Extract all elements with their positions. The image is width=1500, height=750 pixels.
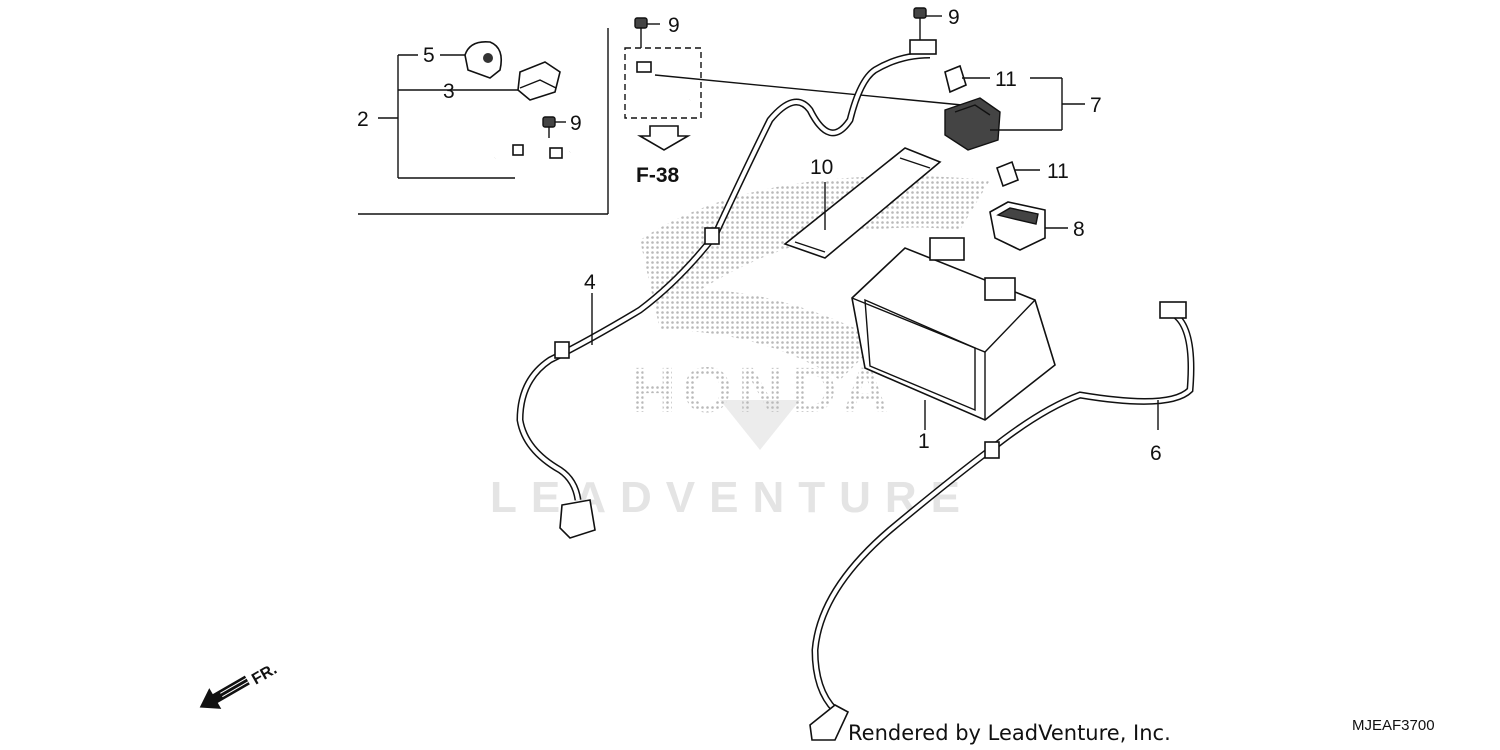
front-label: FR.	[249, 661, 280, 689]
relay-boot-part-8	[989, 201, 1068, 251]
front-arrow-icon	[199, 675, 250, 709]
callout-1: 1	[918, 430, 930, 453]
fuse-part-11-upper	[944, 64, 990, 94]
callout-11-upper: 11	[995, 68, 1017, 91]
assembly-bracket-2	[378, 54, 520, 179]
terminal-cover-part-3	[517, 61, 561, 101]
callout-7: 7	[1090, 94, 1102, 117]
callout-10: 10	[810, 156, 833, 179]
callout-9-top: 9	[948, 6, 960, 29]
cable-part-6	[809, 301, 1195, 741]
cable-part-4	[516, 39, 937, 539]
callout-2: 2	[357, 108, 369, 131]
battery-part-1	[851, 237, 1056, 430]
terminal-cap-part-5	[440, 40, 503, 79]
diagram-code: MJEAF3700	[1352, 717, 1435, 734]
reference-box	[624, 17, 963, 151]
fuse-part-11-lower	[996, 160, 1040, 188]
credit-text: Rendered by LeadVenture, Inc.	[848, 721, 1171, 745]
callout-3: 3	[443, 80, 455, 103]
honda-watermark: HONDA	[630, 176, 990, 450]
inset-frame	[358, 28, 609, 215]
battery-strap-part-10	[783, 147, 942, 259]
callout-6: 6	[1150, 442, 1162, 465]
callout-8: 8	[1073, 218, 1085, 241]
starter-relay-part-7	[944, 77, 1085, 151]
callout-9-reference: 9	[668, 14, 680, 37]
sub-cable-inset	[494, 144, 571, 192]
callout-5: 5	[423, 44, 435, 67]
honda-watermark-text: HONDA	[630, 354, 895, 426]
callout-4: 4	[584, 271, 596, 294]
bolt-part-9-top	[913, 7, 942, 40]
bolt-part-9-inset	[542, 116, 566, 138]
callout-9-inset: 9	[570, 112, 582, 135]
callout-11-lower: 11	[1047, 160, 1069, 183]
reference-label: F-38	[636, 164, 680, 187]
